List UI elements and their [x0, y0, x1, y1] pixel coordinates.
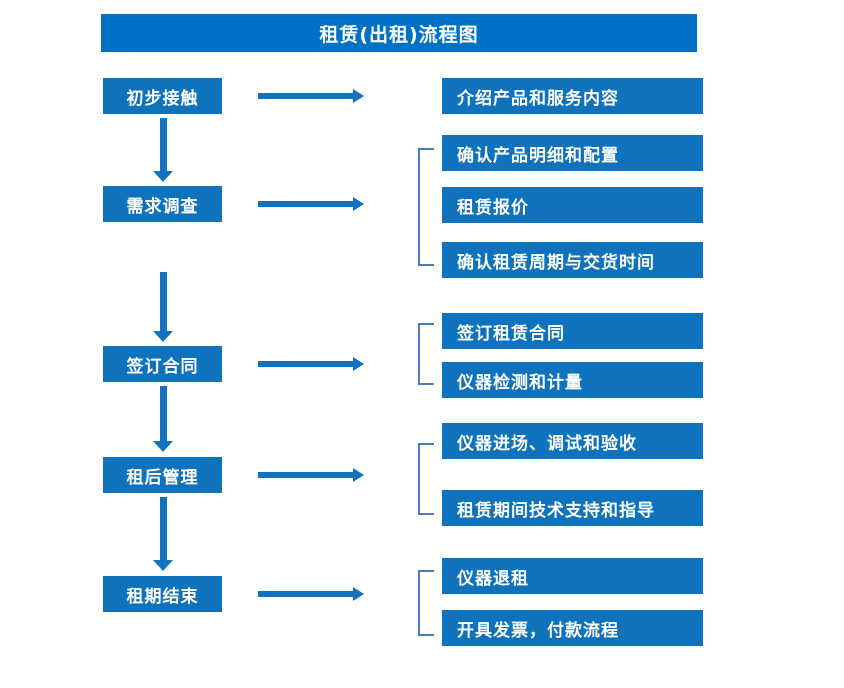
flow-arrow-right-3: [258, 355, 364, 373]
detail-node-3-2-label: 仪器检测和计量: [457, 372, 583, 393]
stage-node-1[interactable]: 初步接触: [103, 78, 222, 114]
group-bracket-4: [418, 443, 434, 515]
arrow-shaft: [258, 201, 353, 207]
detail-node-5-1[interactable]: 仪器退租: [442, 558, 703, 594]
detail-node-2-3-label: 确认租赁周期与交货时间: [457, 252, 655, 273]
group-bracket-3: [418, 323, 434, 385]
detail-node-4-1[interactable]: 仪器进场、调试和验收: [442, 423, 703, 459]
stage-node-2[interactable]: 需求调查: [103, 186, 222, 222]
arrow-head: [353, 197, 364, 211]
arrow-shaft: [258, 472, 353, 478]
detail-node-1-1-label: 介绍产品和服务内容: [457, 88, 619, 109]
detail-node-4-2-label: 租赁期间技术支持和指导: [457, 500, 655, 521]
arrow-shaft: [258, 361, 353, 367]
flow-arrow-right-5: [258, 585, 364, 603]
arrow-head: [353, 468, 364, 482]
detail-node-3-1-label: 签订租赁合同: [457, 323, 565, 344]
stage-node-4[interactable]: 租后管理: [103, 457, 222, 493]
group-bracket-2: [418, 148, 434, 266]
diagram-title: 租赁(出租)流程图: [101, 14, 697, 52]
arrow-head: [353, 357, 364, 371]
stage-node-3[interactable]: 签订合同: [103, 346, 222, 382]
arrow-shaft: [160, 272, 167, 331]
flow-arrow-right-2: [258, 195, 364, 213]
detail-node-4-2[interactable]: 租赁期间技术支持和指导: [442, 490, 703, 526]
detail-node-4-1-label: 仪器进场、调试和验收: [457, 433, 637, 454]
detail-node-2-2-label: 租赁报价: [457, 197, 529, 218]
stage-node-3-label: 签订合同: [126, 356, 199, 377]
detail-node-2-2[interactable]: 租赁报价: [442, 187, 703, 223]
detail-node-3-1[interactable]: 签订租赁合同: [442, 313, 703, 349]
stage-node-5[interactable]: 租期结束: [103, 576, 222, 612]
arrow-shaft: [160, 386, 167, 441]
arrow-shaft: [160, 497, 167, 560]
arrow-shaft: [160, 118, 167, 171]
flow-arrow-down-4: [151, 497, 175, 571]
arrow-head: [353, 587, 364, 601]
stage-node-1-label: 初步接触: [126, 88, 199, 109]
detail-node-2-3[interactable]: 确认租赁周期与交货时间: [442, 242, 703, 278]
flow-arrow-down-3: [151, 386, 175, 452]
arrow-head: [153, 560, 173, 571]
detail-node-2-1[interactable]: 确认产品明细和配置: [442, 135, 703, 171]
stage-node-2-label: 需求调查: [126, 196, 199, 217]
flow-arrow-right-4: [258, 466, 364, 484]
flow-arrow-right-1: [258, 87, 364, 105]
arrow-shaft: [258, 93, 353, 99]
stage-node-5-label: 租期结束: [126, 586, 199, 607]
arrow-shaft: [258, 591, 353, 597]
detail-node-5-1-label: 仪器退租: [457, 568, 529, 589]
arrow-head: [153, 331, 173, 342]
flow-arrow-down-1: [151, 118, 175, 182]
group-bracket-5: [418, 570, 434, 636]
stage-node-4-label: 租后管理: [126, 467, 199, 488]
detail-node-3-2[interactable]: 仪器检测和计量: [442, 362, 703, 398]
arrow-head: [353, 89, 364, 103]
arrow-head: [153, 171, 173, 182]
detail-node-2-1-label: 确认产品明细和配置: [457, 145, 619, 166]
detail-node-5-2[interactable]: 开具发票，付款流程: [442, 610, 703, 646]
arrow-head: [153, 441, 173, 452]
flow-arrow-down-2: [151, 272, 175, 342]
detail-node-5-2-label: 开具发票，付款流程: [457, 620, 619, 641]
detail-node-1-1[interactable]: 介绍产品和服务内容: [442, 78, 703, 114]
